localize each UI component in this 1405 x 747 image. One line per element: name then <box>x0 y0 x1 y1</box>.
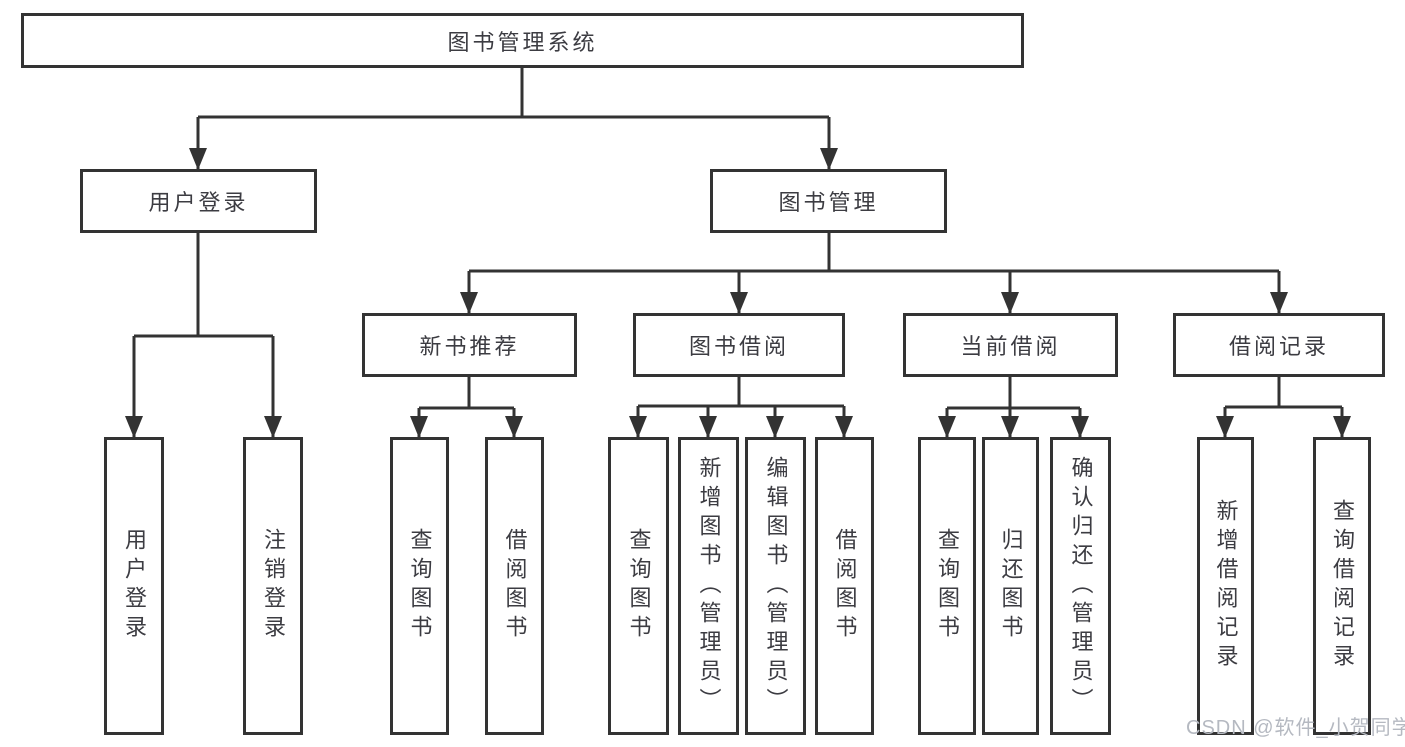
branch-book-borrowing <box>629 377 853 438</box>
node-borrowing-records: 借阅记录 <box>1173 313 1385 377</box>
branch-root <box>189 68 838 170</box>
node-new-book-recommendation: 新书推荐 <box>362 313 577 377</box>
csdn-watermark: CSDN @软件_小贺同学 <box>1186 717 1405 739</box>
leaf-add-books-admin: 新增图书（管理员） <box>678 437 739 735</box>
leaf-edit-books-admin: 编辑图书（管理员） <box>745 437 806 735</box>
branch-new-book-recommendation <box>410 377 523 438</box>
leaf-return-books: 归还图书 <box>982 437 1039 735</box>
leaf-query-books-recommend: 查询图书 <box>390 437 449 735</box>
leaf-query-borrow-record: 查询借阅记录 <box>1313 437 1371 735</box>
leaf-logout-login: 注销登录 <box>243 437 303 735</box>
node-book-borrowing: 图书借阅 <box>633 313 845 377</box>
leaf-borrow-books-recommend: 借阅图书 <box>485 437 544 735</box>
branch-book-management <box>460 233 1288 314</box>
node-book-management: 图书管理 <box>710 169 947 233</box>
branch-borrowing-records <box>1216 377 1351 438</box>
node-user-login: 用户登录 <box>80 169 317 233</box>
node-current-borrowing: 当前借阅 <box>903 313 1118 377</box>
leaf-add-borrow-record: 新增借阅记录 <box>1197 437 1254 735</box>
branch-current-borrowing <box>938 377 1089 438</box>
node-root-system: 图书管理系统 <box>21 13 1024 68</box>
leaf-user-login: 用户登录 <box>104 437 164 735</box>
leaf-query-books-current: 查询图书 <box>918 437 976 735</box>
leaf-query-books-borrowing: 查询图书 <box>608 437 669 735</box>
branch-user-login <box>125 233 282 438</box>
leaf-confirm-return-admin: 确认归还（管理员） <box>1050 437 1111 735</box>
leaf-borrow-books-borrowing: 借阅图书 <box>815 437 874 735</box>
